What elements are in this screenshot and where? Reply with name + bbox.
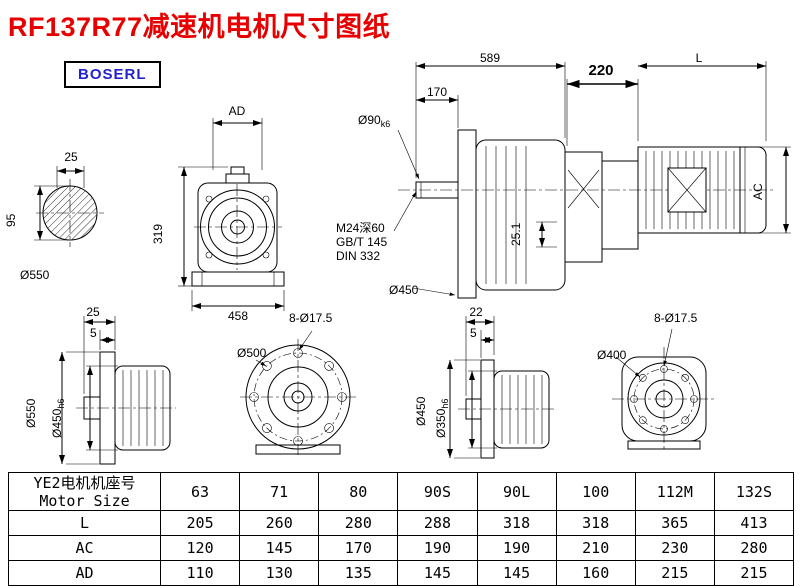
column-header-80: 80 (318, 472, 399, 511)
table-cell: 318 (476, 510, 557, 536)
label-v2-dia350-tol: h6 (440, 398, 450, 409)
table-cell: 135 (318, 560, 399, 586)
table-cell: 130 (239, 560, 320, 586)
label-f2-holes: 8-Ø17.5 (654, 311, 698, 325)
technical-drawing (34, 61, 791, 465)
table-row-ad: AD 110 130 135 145 145 160 215 215 (8, 560, 795, 586)
dim-motor-length: L (695, 51, 703, 65)
boserl-logo: BOSERL (64, 61, 161, 88)
main-assembly-view (393, 61, 791, 299)
table-cell: 110 (159, 560, 241, 586)
label-f2-dia400: Ø400 (597, 348, 627, 362)
label-shaft-dia-value: Ø90 (358, 113, 381, 127)
flange-front-view-2 (612, 328, 716, 451)
table-cell: 413 (713, 510, 795, 536)
table-cell: 318 (555, 510, 636, 536)
table-cell: 280 (713, 535, 795, 561)
flange-side-view-2 (447, 316, 556, 459)
table-cell: 230 (634, 535, 715, 561)
dim-v1-25: 25 (86, 305, 100, 319)
table-cell: 120 (159, 535, 241, 561)
dim-key-height: 25.1 (509, 222, 523, 246)
table-cell: 205 (159, 510, 241, 536)
table-cell: 145 (397, 560, 478, 586)
table-header-cn: YE2电机机座号 (33, 473, 136, 492)
table-header-row: YE2电机机座号 Motor Size 63 71 80 90S 90L 100… (8, 472, 795, 511)
label-tap-spec: M24深60 (336, 221, 385, 235)
table-cell: 190 (397, 535, 478, 561)
shaft-section-view (34, 166, 104, 247)
table-row-l: L 205 260 280 288 318 318 365 413 (8, 510, 795, 536)
column-header-63: 63 (159, 472, 241, 511)
flange-side-view-1 (59, 316, 176, 465)
table-cell: 145 (476, 560, 557, 586)
table-cell: 215 (713, 560, 795, 586)
label-v1-dia550: Ø550 (24, 398, 38, 428)
label-shaft-dia-tol: k6 (380, 119, 391, 129)
dim-shaft-length: 170 (426, 85, 448, 99)
dim-front-width: 458 (227, 309, 249, 323)
label-v2-dia350h6: Ø350h6 (434, 399, 452, 438)
row-label-ad: AD (8, 560, 161, 586)
table-cell: 280 (318, 510, 399, 536)
dim-v2-22: 22 (469, 305, 483, 319)
table-cell: 365 (634, 510, 715, 536)
dim-shaft-height: 95 (4, 213, 18, 227)
table-cell: 170 (318, 535, 399, 561)
label-v1-dia450h6: Ø450h6 (50, 399, 68, 438)
table-header-motor-size: YE2电机机座号 Motor Size (8, 472, 161, 511)
label-tap-standard: GB/T 145 (336, 235, 388, 249)
table-cell: 190 (476, 535, 557, 561)
gearbox-front-view (178, 118, 285, 311)
dim-overall-length: 589 (479, 51, 501, 65)
label-f1-dia500: Ø500 (237, 346, 267, 360)
label-tap-din: DIN 332 (336, 249, 381, 263)
label-shaft-dia550: Ø550 (20, 268, 50, 282)
column-header-132s: 132S (713, 472, 795, 511)
column-header-112m: 112M (634, 472, 715, 511)
flange-front-view-1 (240, 330, 356, 455)
page-title: RF137R77减速机电机尺寸图纸 (8, 12, 391, 42)
row-label-ac: AC (8, 535, 161, 561)
row-label-l: L (8, 510, 161, 536)
table-header-en: Motor Size (39, 491, 130, 510)
table-cell: 160 (555, 560, 636, 586)
label-shaft-dia: Ø90k6 (358, 113, 390, 131)
label-v1-dia450-tol: h6 (56, 398, 66, 409)
dim-motor-ac: AC (751, 183, 765, 200)
dim-adapter-length: 220 (588, 62, 614, 79)
table-cell: 145 (239, 535, 320, 561)
label-v1-dia450-value: Ø450 (50, 408, 64, 438)
label-v2-dia350-value: Ø350 (434, 408, 448, 438)
dim-shaft-key-width: 25 (64, 150, 78, 164)
column-header-90s: 90S (397, 472, 478, 511)
table-row-ac: AC 120 145 170 190 190 210 230 280 (8, 535, 795, 561)
label-f1-holes: 8-Ø17.5 (289, 311, 333, 325)
dim-v2-5: 5 (470, 326, 477, 340)
table-cell: 260 (239, 510, 320, 536)
motor-size-table: YE2电机机座号 Motor Size 63 71 80 90S 90L 100… (8, 472, 795, 586)
table-cell: 210 (555, 535, 636, 561)
column-header-71: 71 (239, 472, 320, 511)
label-v2-dia450: Ø450 (414, 396, 428, 426)
dim-front-height: 319 (151, 223, 165, 244)
dim-ad: AD (228, 104, 246, 118)
dim-v1-5: 5 (90, 326, 97, 340)
column-header-90l: 90L (476, 472, 557, 511)
table-cell: 288 (397, 510, 478, 536)
label-flange-dia450: Ø450 (389, 283, 419, 297)
column-header-100: 100 (555, 472, 636, 511)
table-cell: 215 (634, 560, 715, 586)
